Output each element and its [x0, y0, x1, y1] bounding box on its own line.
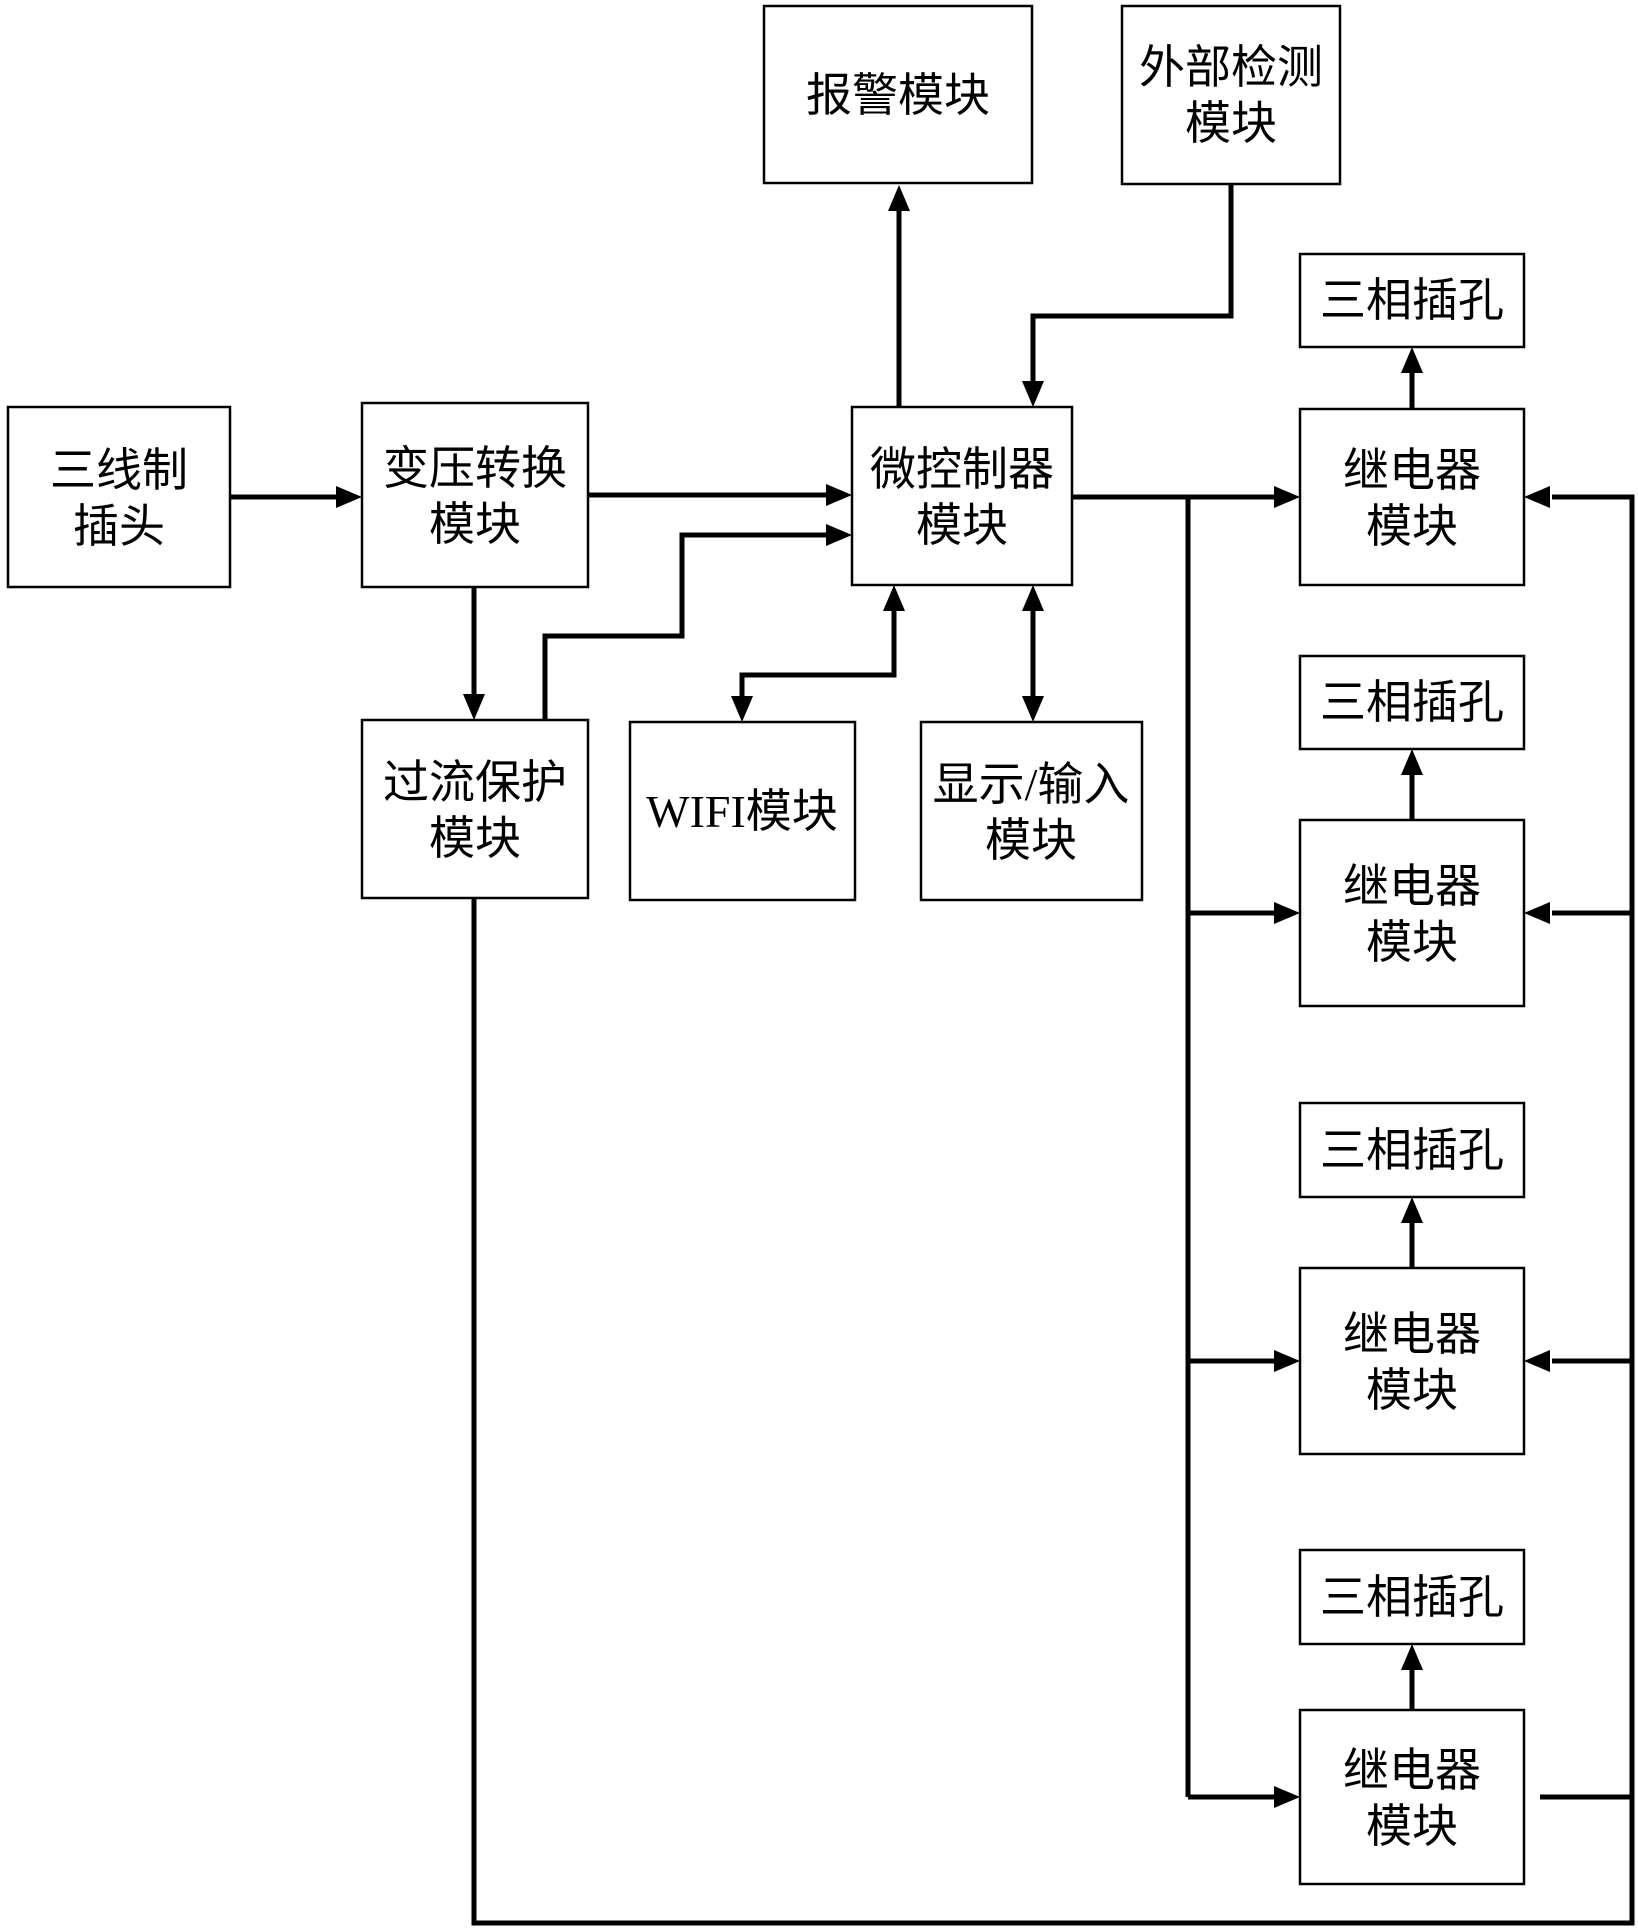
arrowhead-relay-4-to-socket-4: [1401, 1644, 1423, 1670]
arrowhead-loop-to-relay-3: [1524, 1350, 1550, 1372]
node-three-phase-socket-3-label-1: 三相插孔: [1320, 1125, 1504, 1176]
node-transformer-module-label-1: 变压转换: [383, 443, 567, 494]
node-relay-module-2-label-2: 模块: [1366, 917, 1458, 968]
node-relay-module-1-label-2: 模块: [1366, 501, 1458, 552]
node-three-wire-plug-label-1: 三线制: [50, 445, 188, 496]
arrowhead-relay-3-to-socket-3: [1401, 1197, 1423, 1223]
connector-external-to-mcu: [1030, 184, 1234, 383]
node-overcurrent-protection-module-label-2: 模块: [429, 813, 521, 864]
arrowhead-overcurrent-to-mcu: [826, 524, 852, 546]
node-overcurrent-protection-module-box: [360, 718, 590, 900]
arrowhead-mcu-to-alarm: [888, 185, 910, 211]
nodes-layer: 三线制 插头 变压转换 模块 微控制器 模块 报警模块 外部检测 模块 过流保护…: [6, 4, 1526, 1886]
arrowhead-transformer-to-overcurrent: [463, 694, 485, 720]
node-wifi-module-box: [628, 720, 857, 902]
connectors-layer: [230, 184, 1635, 1926]
node-external-detection-module: 外部检测 模块: [1120, 4, 1342, 186]
arrowhead-display-to-mcu: [1022, 585, 1044, 611]
arrowhead-trunk-to-relay-2: [1274, 902, 1300, 924]
node-external-detection-module-box: [1120, 4, 1342, 186]
arrowhead-loop-to-relay-2: [1524, 902, 1550, 924]
node-display-input-module-label-1: 显示/输入: [933, 759, 1130, 810]
arrowhead-loop-to-relay-1: [1524, 486, 1550, 508]
arrowhead-mcu-to-display: [1022, 696, 1044, 722]
node-wifi-module: WIFI模块: [628, 720, 857, 902]
node-three-wire-plug: 三线制 插头: [6, 405, 232, 589]
node-relay-module-2-box: [1298, 818, 1526, 1008]
node-three-phase-socket-3-box: [1298, 1101, 1526, 1199]
node-relay-module-4: 继电器 模块: [1298, 1708, 1526, 1886]
connector-overcurrent-loop: [471, 494, 1635, 1926]
node-mcu-module-label-1: 微控制器: [870, 444, 1054, 495]
node-external-detection-module-label-2: 模块: [1185, 98, 1277, 149]
node-alarm-module: 报警模块: [762, 4, 1034, 185]
node-three-phase-socket-3: 三相插孔: [1298, 1101, 1526, 1199]
arrowhead-external-to-mcu: [1022, 381, 1044, 407]
node-relay-module-4-label-2: 模块: [1366, 1801, 1458, 1852]
node-alarm-module-box: [762, 4, 1034, 185]
arrowhead-mcu-to-wifi: [731, 696, 753, 722]
node-relay-module-3-box: [1298, 1266, 1526, 1456]
node-three-phase-socket-4: 三相插孔: [1298, 1548, 1526, 1646]
node-transformer-module: 变压转换 模块: [360, 401, 590, 589]
node-three-wire-plug-label-2: 插头: [73, 501, 165, 552]
node-three-phase-socket-2: 三相插孔: [1298, 654, 1526, 751]
node-three-phase-socket-1-box: [1298, 252, 1526, 349]
arrowhead-transformer-to-mcu: [826, 484, 852, 506]
node-three-phase-socket-1-label-1: 三相插孔: [1320, 275, 1504, 326]
arrowhead-trunk-to-relay-4: [1274, 1786, 1300, 1808]
node-relay-module-3-label-2: 模块: [1366, 1365, 1458, 1416]
node-relay-module-4-box: [1298, 1708, 1526, 1886]
node-three-phase-socket-2-label-1: 三相插孔: [1320, 677, 1504, 728]
node-mcu-module-label-2: 模块: [916, 500, 1008, 551]
node-relay-module-1-label-1: 继电器: [1343, 445, 1481, 496]
node-three-phase-socket-4-box: [1298, 1548, 1526, 1646]
node-relay-module-2-label-1: 继电器: [1343, 861, 1481, 912]
node-mcu-module: 微控制器 模块: [850, 405, 1074, 587]
node-overcurrent-protection-module: 过流保护 模块: [360, 718, 590, 900]
arrowhead-relay-1-to-socket-1: [1401, 347, 1423, 373]
node-overcurrent-protection-module-label-1: 过流保护: [383, 757, 567, 808]
node-relay-module-2: 继电器 模块: [1298, 818, 1526, 1008]
node-three-phase-socket-1: 三相插孔: [1298, 252, 1526, 349]
arrowhead-wifi-to-mcu: [883, 585, 905, 611]
connector-overcurrent-to-mcu: [542, 532, 828, 720]
arrowhead-trunk-to-relay-3: [1274, 1350, 1300, 1372]
node-display-input-module: 显示/输入 模块: [919, 720, 1144, 902]
node-relay-module-3-label-1: 继电器: [1343, 1309, 1481, 1360]
node-external-detection-module-label-1: 外部检测: [1139, 42, 1323, 93]
node-relay-module-1: 继电器 模块: [1298, 407, 1526, 587]
node-three-phase-socket-4-label-1: 三相插孔: [1320, 1572, 1504, 1623]
node-relay-module-1-box: [1298, 407, 1526, 587]
arrowhead-mcu-to-relay-1: [1274, 486, 1300, 508]
connector-mcu-wifi: [739, 609, 897, 698]
node-relay-module-3: 继电器 模块: [1298, 1266, 1526, 1456]
node-transformer-module-box: [360, 401, 590, 589]
node-mcu-module-box: [850, 405, 1074, 587]
node-relay-module-4-label-1: 继电器: [1343, 1745, 1481, 1796]
arrowhead-relay-2-to-socket-2: [1401, 749, 1423, 775]
node-transformer-module-label-2: 模块: [429, 499, 521, 550]
node-three-phase-socket-2-box: [1298, 654, 1526, 751]
node-wifi-module-label-1: WIFI模块: [646, 786, 838, 837]
node-three-wire-plug-box: [6, 405, 232, 589]
node-alarm-module-label-1: 报警模块: [806, 70, 990, 121]
node-display-input-module-box: [919, 720, 1144, 902]
node-display-input-module-label-2: 模块: [985, 815, 1077, 866]
arrowhead-plug-to-transformer: [336, 486, 362, 508]
